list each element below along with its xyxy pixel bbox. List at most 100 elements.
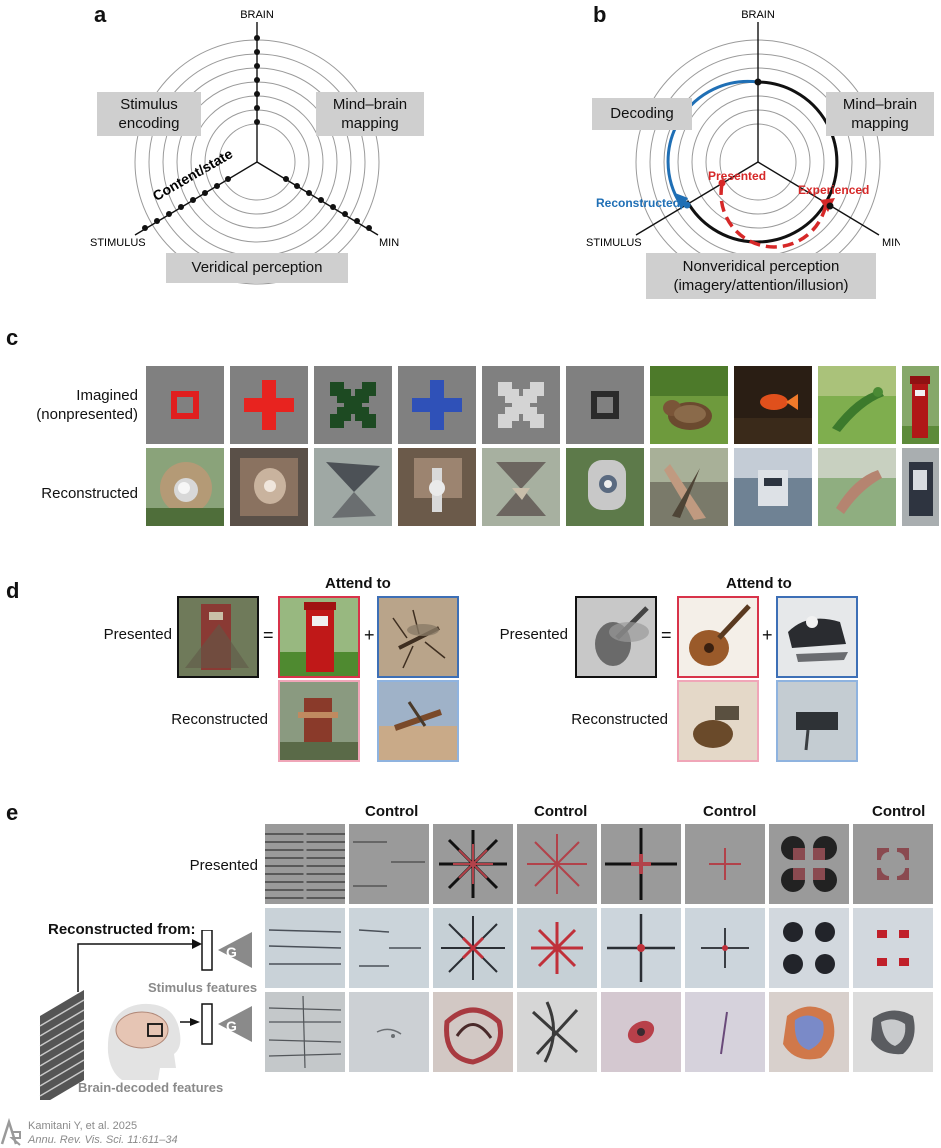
panel-b-radar: BRAIN STIMULUS MIND Presented Experience…	[586, 9, 900, 285]
feature-vector-stimulus	[201, 930, 213, 971]
axis-brain-label: BRAIN	[240, 9, 274, 21]
box-nonveridical-perception: Nonveridical perception (imagery/attenti…	[646, 253, 876, 299]
credit-citation: Kamitani Y, et al. 2025	[28, 1120, 138, 1132]
presented-e-star	[433, 824, 513, 904]
stimulus-features-label: Stimulus features	[148, 980, 258, 995]
stimulus-features-e-1	[265, 908, 345, 988]
box-mind-brain-line1: Mind–brain	[332, 96, 408, 113]
feature-vector-brain	[201, 1003, 213, 1045]
point-brain	[754, 78, 762, 86]
attend-image-mandolin	[677, 596, 759, 678]
presented-e-1	[265, 824, 345, 904]
reconstructed-c-2	[230, 448, 308, 526]
equals-sign-right: =	[661, 625, 672, 645]
brain-arrowhead	[190, 1018, 200, 1026]
reconstructed-image-mandolin	[677, 680, 759, 762]
presented-label-e: Presented	[189, 857, 258, 874]
axis-mind-line-b	[757, 161, 880, 236]
imagined-green-x	[314, 366, 392, 444]
imagined-gray-x	[482, 366, 560, 444]
presented-e-control-2	[517, 824, 597, 904]
box-stimulus-encoding: Stimulus encoding	[97, 92, 201, 136]
point-presented	[718, 179, 726, 187]
stimulus-path-arrow	[77, 943, 192, 992]
reconstructed-from-label: Reconstructed from:	[48, 921, 196, 938]
decoding-arrowhead	[675, 193, 688, 210]
reconstructed-c-3	[314, 448, 392, 526]
plus-sign-right: +	[762, 625, 773, 645]
axis-mind-label-b: MIND	[882, 237, 900, 249]
label-experienced: Experienced	[798, 183, 869, 197]
imagined-photo-lizard	[818, 366, 896, 444]
stimulus-grating	[39, 990, 85, 1100]
brain-features-e-kanizsa	[769, 992, 849, 1072]
mind-brain-mapping-arc	[685, 80, 839, 244]
reconstructed-image-postbox	[278, 680, 360, 762]
credit-journal: Annu. Rev. Vis. Sci. 11:611–34	[28, 1134, 178, 1146]
point-reconstructed	[683, 201, 691, 209]
experienced-dashed-arrow	[719, 183, 828, 249]
plus-sign-left: +	[364, 625, 375, 645]
imagined-small-red-square	[146, 366, 224, 444]
generator-icon-stimulus	[218, 932, 252, 968]
panel-label-e: e	[6, 800, 19, 825]
box-nonveridical-line2: (imagery/attention/illusion)	[673, 277, 849, 294]
row-label-imagined-line1: Imagined	[76, 387, 138, 404]
box-stimulus-encoding-line2: encoding	[118, 115, 180, 132]
point-experienced	[826, 202, 834, 210]
panel-label-c: c	[6, 325, 19, 350]
generator-label-stimulus: G	[226, 944, 237, 960]
reconstructed-image-snowmobile	[776, 680, 858, 762]
presented-e-control-3	[685, 824, 765, 904]
stimulus-features-e-star	[433, 908, 513, 988]
reconstructed-label-right: Reconstructed	[571, 711, 668, 728]
presented-e-cross	[601, 824, 681, 904]
attend-image-insect	[377, 596, 459, 678]
reconstructed-c-4	[398, 448, 476, 526]
stimulus-features-e-control-3	[685, 908, 765, 988]
axis-stimulus-line-b	[635, 161, 759, 236]
label-reconstructed: Reconstructed	[596, 196, 680, 210]
reconstructed-c-8	[734, 448, 812, 526]
box-mind-brain-mapping-b: Mind–brain mapping	[826, 92, 934, 136]
stimulus-features-e-control-1	[349, 908, 429, 988]
brain-decoded-features-label: Brain-decoded features	[78, 1080, 224, 1095]
axis-caption-content-state: Content/state	[150, 145, 236, 204]
axis-mind-line	[256, 161, 379, 236]
presented-image-left	[177, 596, 259, 678]
imagined-red-cross	[230, 366, 308, 444]
reconstructed-image-insect	[377, 680, 459, 762]
attend-image-postbox	[278, 596, 360, 678]
attend-image-snowmobile	[776, 596, 858, 678]
box-stimulus-encoding-line1: Stimulus	[120, 96, 178, 113]
reconstructed-c-1	[146, 448, 224, 526]
axis-mind-label: MIND	[379, 237, 400, 249]
row-label-imagined: Imagined (nonpresented)	[0, 386, 138, 424]
brain-features-e-control-4	[853, 992, 933, 1072]
control-label-3: Control	[703, 803, 757, 820]
brain-features-e-control-3	[685, 992, 765, 1072]
panel-label-d: d	[6, 578, 20, 603]
box-mind-brain-b-line1: Mind–brain	[842, 96, 918, 113]
brain-features-e-cross	[601, 992, 681, 1072]
reconstructed-label-left: Reconstructed	[171, 711, 268, 728]
reconstructed-c-5	[482, 448, 560, 526]
presented-image-right	[575, 596, 657, 678]
row-label-reconstructed-c: Reconstructed	[41, 485, 138, 502]
generator-icon-brain	[218, 1006, 252, 1042]
stimulus-features-e-cross	[601, 908, 681, 988]
presented-e-control-1	[349, 824, 429, 904]
brain-features-e-star	[433, 992, 513, 1072]
axis-dots	[142, 35, 372, 231]
box-mind-brain-line2: mapping	[341, 115, 399, 132]
control-label-1: Control	[365, 803, 419, 820]
panel-label-b: b	[593, 2, 607, 27]
imagined-dark-square	[566, 366, 644, 444]
brain-features-e-1	[265, 992, 345, 1072]
presented-label-right: Presented	[499, 626, 568, 643]
imagined-blue-cross	[398, 366, 476, 444]
model-diagram	[39, 930, 252, 1100]
stimulus-features-e-control-2	[517, 908, 597, 988]
attend-to-label-right: Attend to	[726, 575, 792, 592]
